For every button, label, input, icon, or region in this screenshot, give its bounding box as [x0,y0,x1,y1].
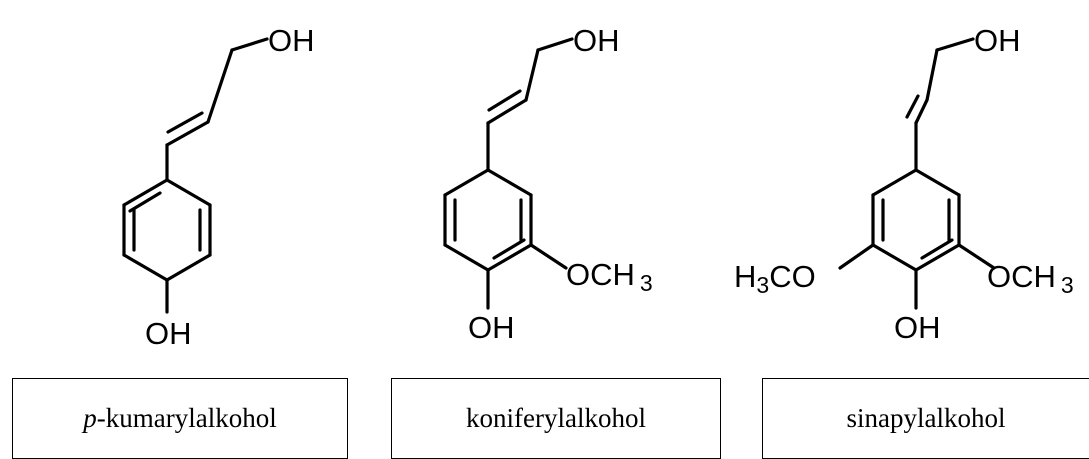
bond-ch2-oh [536,37,574,52]
ring-bond [914,168,961,197]
atom-label-h3co: H3CO [734,259,816,298]
ring-bond [443,168,490,197]
molecule-p-kumarylalkohol: OH OH [122,23,315,351]
ring-double-bond [492,238,526,260]
compound-name: sinapylalkohol [846,403,1006,433]
ring-bond [871,168,918,197]
ring-bond [871,243,918,272]
bond-double-inner [166,111,204,134]
ring-o-bond [529,243,568,270]
bond-c-ch2 [524,48,540,102]
bond-ch2-oh [935,37,975,52]
name-box-sinapylalkohol: sinapylalkohol [762,378,1089,459]
atom-label-oh: OH [974,23,1021,58]
atom-label-oh: OH [894,310,941,345]
bond-double-inner [487,89,522,112]
ring-o-bond-left [838,243,875,270]
bond-c-ch2 [925,48,939,102]
atom-label-oh: OH [468,310,515,345]
ring-bond [486,168,533,197]
bond-c-ch2 [206,48,234,124]
compound-name: koniferylalkohol [466,403,646,433]
bond-double-inner [905,94,920,119]
ring-bond [165,253,212,282]
ring-bond [165,178,212,207]
atom-label-oh: OH [268,23,315,58]
name-box-koniferylalkohol: koniferylalkohol [391,378,721,459]
compound-name-prefix: p [83,403,97,433]
bond-double-outer [914,98,929,125]
atom-label-oh: OH [573,23,620,58]
ring-bond [443,243,490,272]
ring-bond [122,253,169,282]
compound-name-rest: -kumarylalkohol [96,403,277,433]
name-box-p-kumarylalkohol: p-kumarylalkohol [12,378,348,459]
ring-double-bond [128,191,162,213]
ring-bond [914,243,961,272]
bond-double-outer [165,120,210,147]
atom-label-oh: OH [145,316,192,351]
ring-o-bond-right [957,243,996,270]
bond-ch2-oh [230,37,269,52]
ring-double-bond [920,238,954,260]
bond-double-outer [486,98,528,125]
ring-bond [122,178,169,207]
ring-bond [486,243,533,272]
